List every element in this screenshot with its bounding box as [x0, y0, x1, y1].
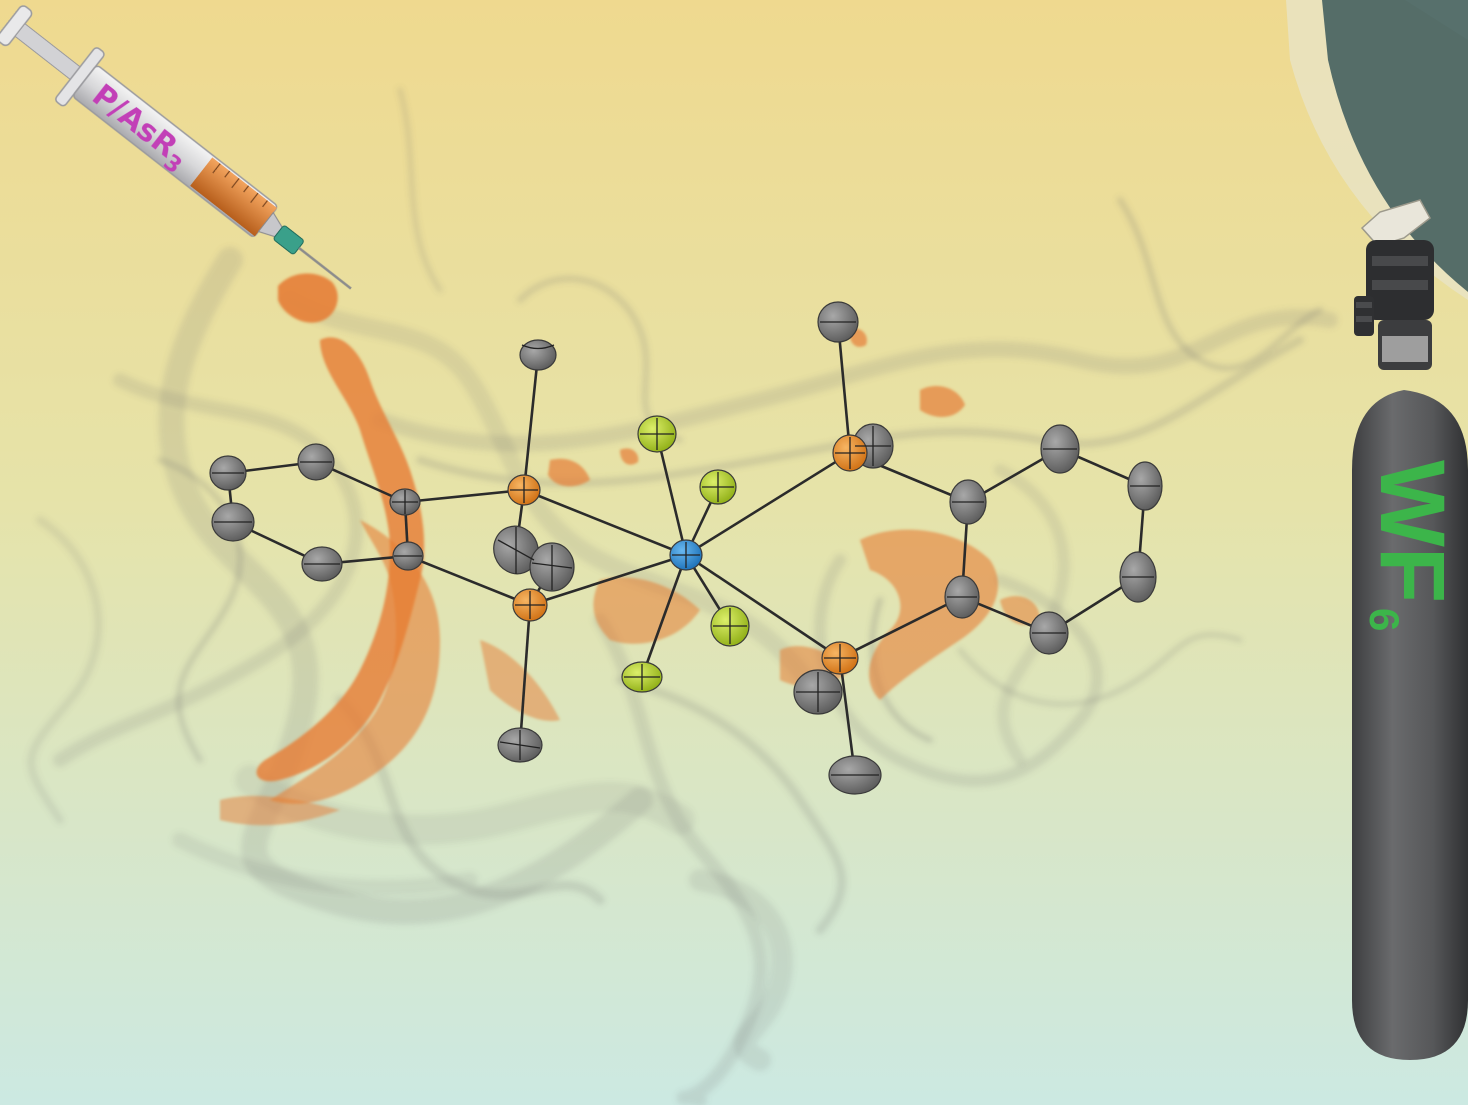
- lens-shape: [1286, 0, 1468, 300]
- atom-octant-lines: [212, 321, 1160, 776]
- gas-cylinder: WF 6: [1352, 199, 1468, 1060]
- cylinder-label-subscript: 6: [1361, 608, 1408, 631]
- carbon-atom: [519, 339, 557, 371]
- cylinder-label: WF: [1361, 460, 1463, 603]
